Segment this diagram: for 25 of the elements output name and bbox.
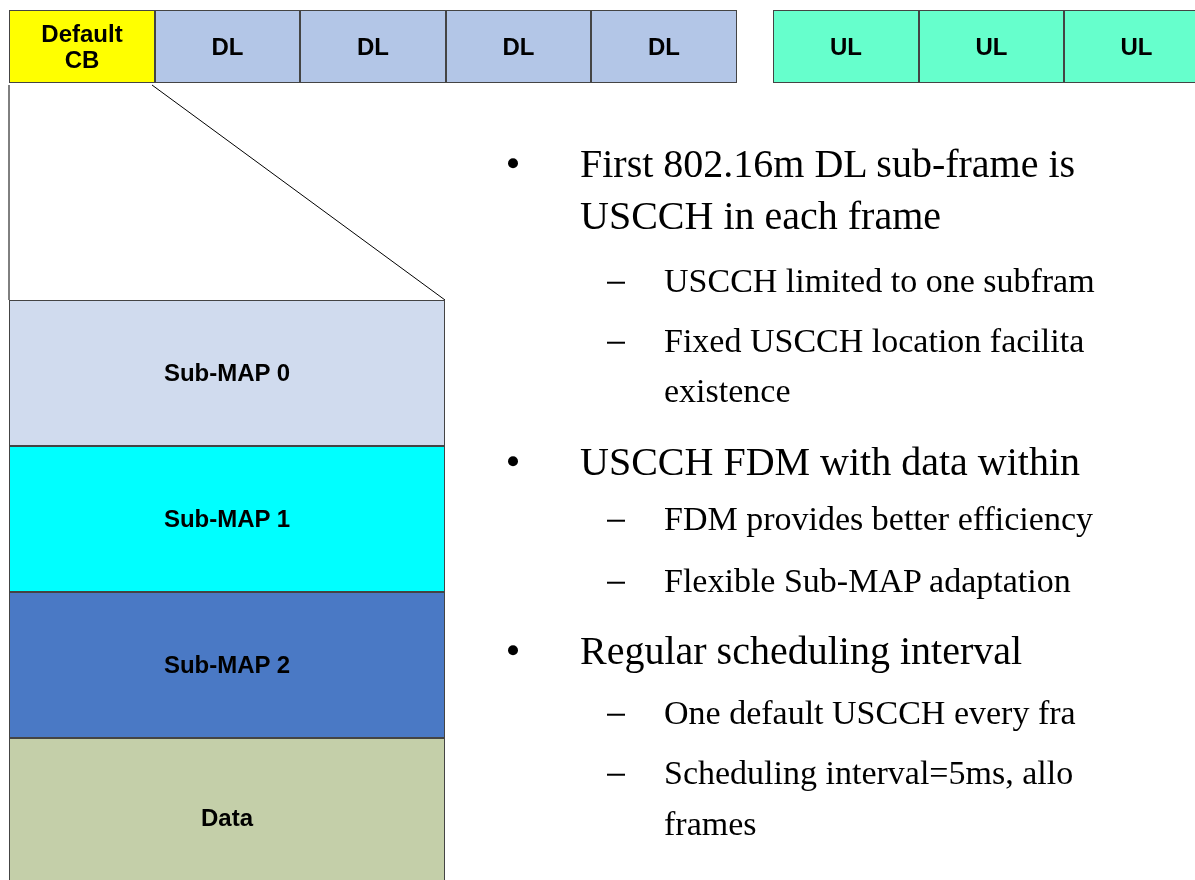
frame-block: DL [446,10,591,83]
bullet-text: USCCH FDM with data within [580,438,1081,485]
bullet-text: Regular scheduling interval [580,627,1023,674]
map-region: Sub-MAP 0 [9,300,445,446]
frame-block: DL [155,10,300,83]
sub-bullet-text: USCCH limited to one subfram [664,262,1095,300]
frame-block: Default CB [9,10,155,83]
frame-block: UL [919,10,1064,83]
sub-bullet-text: Fixed USCCH location facilita [664,322,1085,360]
sub-bullet-text: FDM provides better efficiency [664,500,1093,538]
map-region: Data [9,738,445,880]
sub-bullet-text: One default USCCH every fra [664,694,1076,732]
sub-bullet-text: existence [664,372,791,410]
map-region: Sub-MAP 1 [9,446,445,592]
frame-block: UL [1064,10,1195,83]
frame-block: UL [773,10,919,83]
sub-bullet-text: Scheduling interval=5ms, allo [664,754,1074,792]
bullet-text: First 802.16m DL sub-frame is [580,140,1076,187]
frame-block: DL [300,10,446,83]
map-region: Sub-MAP 2 [9,592,445,738]
sub-bullet-text: frames [664,805,757,843]
sub-bullet-text: USCCH in each frame [580,192,941,239]
sub-bullet-text: Flexible Sub-MAP adaptation [664,562,1071,600]
zoom-line [8,84,446,301]
frame-block: DL [591,10,737,83]
